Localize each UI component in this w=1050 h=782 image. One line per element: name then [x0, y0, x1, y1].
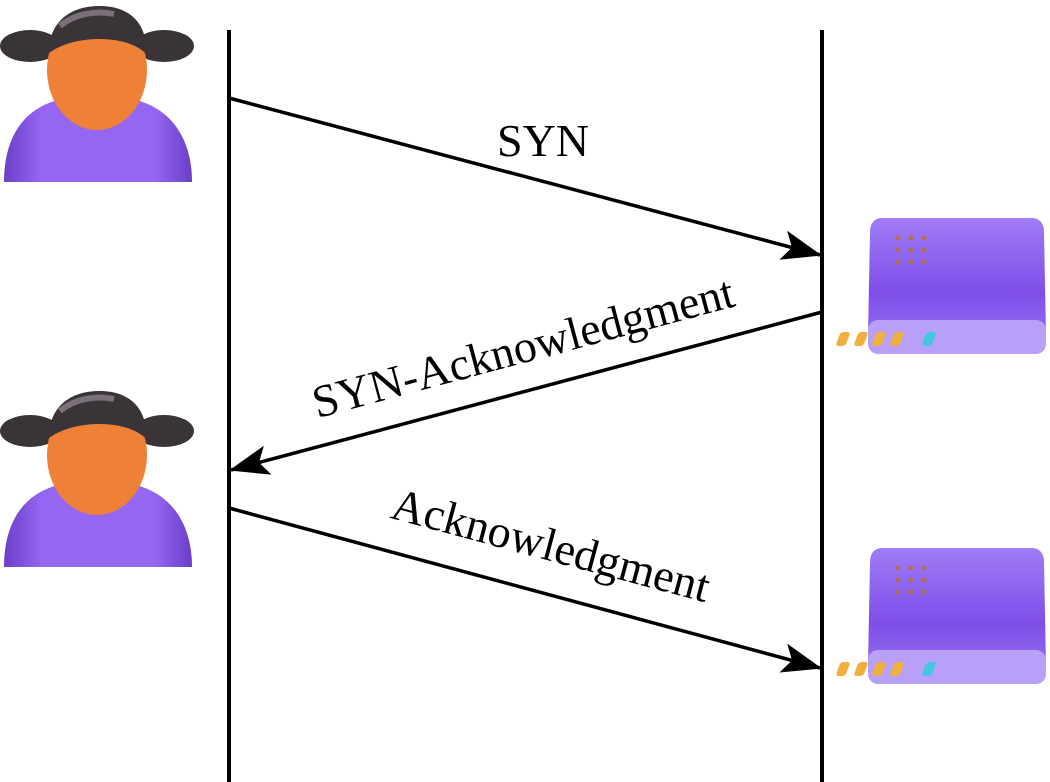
person-icon	[0, 6, 194, 182]
ack-label: Acknowledgment	[386, 478, 715, 612]
syn-label: SYN	[497, 115, 589, 166]
syn-ack-arrow	[229, 310, 823, 475]
ack-arrow	[228, 506, 822, 673]
syn-arrow	[228, 96, 822, 260]
router-device-icon	[836, 548, 1046, 684]
router-device-icon	[836, 218, 1046, 354]
person-icon	[0, 391, 194, 567]
syn-ack-label: SYN-Acknowledgment	[307, 266, 740, 428]
